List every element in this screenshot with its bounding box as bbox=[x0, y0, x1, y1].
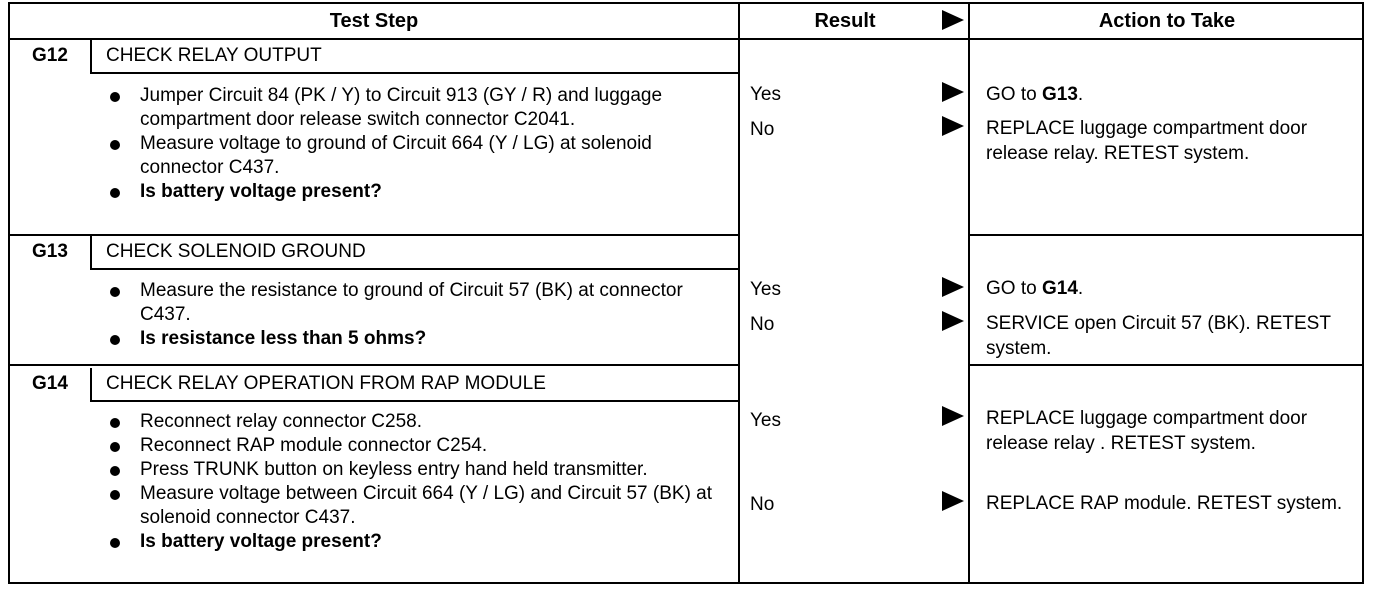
bullet-icon bbox=[110, 418, 120, 428]
arrow-icon bbox=[942, 311, 964, 331]
result-no: No bbox=[750, 494, 775, 515]
bullet-icon bbox=[110, 466, 120, 476]
step-id: G12 bbox=[32, 45, 68, 66]
step-title-underline bbox=[90, 72, 738, 74]
step-bullets: Reconnect relay connector C258. Reconnec… bbox=[106, 410, 726, 554]
step-title: CHECK RELAY OPERATION FROM RAP MODULE bbox=[106, 373, 546, 394]
list-item: Reconnect RAP module connector C254. bbox=[106, 434, 726, 458]
header-test-step: Test Step bbox=[329, 9, 419, 32]
list-item: Press TRUNK button on keyless entry hand… bbox=[106, 458, 726, 482]
bullet-icon bbox=[110, 92, 120, 102]
step-id-divider bbox=[90, 40, 92, 74]
action-text: SERVICE open Circuit 57 (BK). RETEST sys… bbox=[986, 313, 1331, 359]
result-no: No bbox=[750, 119, 775, 140]
diagnostic-table: Test Step Result Action to Take G12 CHEC… bbox=[8, 2, 1364, 584]
result-yes: Yes bbox=[750, 279, 781, 300]
column-divider-result bbox=[738, 4, 740, 582]
header-action: Action to Take bbox=[1098, 9, 1236, 32]
list-item: Reconnect relay connector C258. bbox=[106, 410, 726, 434]
result-yes: Yes bbox=[750, 410, 781, 431]
row-divider bbox=[10, 234, 738, 236]
row-divider bbox=[970, 234, 1364, 236]
row-divider bbox=[970, 364, 1364, 366]
step-question: Is battery voltage present? bbox=[106, 530, 726, 554]
step-question: Is battery voltage present? bbox=[106, 180, 726, 204]
bullet-icon bbox=[110, 140, 120, 150]
table-header: Test Step Result Action to Take bbox=[10, 4, 1362, 40]
step-title: CHECK RELAY OUTPUT bbox=[106, 45, 322, 66]
arrow-icon bbox=[942, 491, 964, 511]
header-result: Result bbox=[814, 9, 876, 32]
step-title: CHECK SOLENOID GROUND bbox=[106, 241, 366, 262]
step-id: G14 bbox=[32, 373, 68, 394]
arrow-icon bbox=[942, 82, 964, 102]
bullet-icon bbox=[110, 188, 120, 198]
list-item: Jumper Circuit 84 (PK / Y) to Circuit 91… bbox=[106, 84, 726, 132]
action-text: REPLACE luggage compartment door release… bbox=[986, 118, 1308, 164]
header-arrow-icon bbox=[942, 10, 964, 30]
arrow-icon bbox=[942, 116, 964, 136]
step-title-underline bbox=[90, 400, 738, 402]
step-id-divider bbox=[90, 236, 92, 270]
step-id: G13 bbox=[32, 241, 68, 262]
bullet-icon bbox=[110, 442, 120, 452]
list-item: Measure voltage to ground of Circuit 664… bbox=[106, 132, 726, 180]
action-text: REPLACE RAP module. RETEST system. bbox=[986, 493, 1343, 514]
bullet-icon bbox=[110, 335, 120, 345]
bullet-icon bbox=[110, 287, 120, 297]
step-question: Is resistance less than 5 ohms? bbox=[106, 327, 726, 351]
result-no: No bbox=[750, 314, 775, 335]
row-divider bbox=[10, 364, 738, 366]
step-bullets: Measure the resistance to ground of Circ… bbox=[106, 279, 726, 351]
result-yes: Yes bbox=[750, 84, 781, 105]
step-bullets: Jumper Circuit 84 (PK / Y) to Circuit 91… bbox=[106, 84, 726, 204]
step-title-underline bbox=[90, 268, 738, 270]
column-divider-action bbox=[968, 4, 970, 582]
list-item: Measure voltage between Circuit 664 (Y /… bbox=[106, 482, 726, 530]
bullet-icon bbox=[110, 490, 120, 500]
arrow-icon bbox=[942, 277, 964, 297]
list-item: Measure the resistance to ground of Circ… bbox=[106, 279, 726, 327]
bullet-icon bbox=[110, 538, 120, 548]
step-id-divider bbox=[90, 368, 92, 402]
action-text: GO to G13. bbox=[986, 84, 1084, 105]
action-text: REPLACE luggage compartment door release… bbox=[986, 408, 1308, 454]
arrow-icon bbox=[942, 406, 964, 426]
action-text: GO to G14. bbox=[986, 278, 1084, 299]
